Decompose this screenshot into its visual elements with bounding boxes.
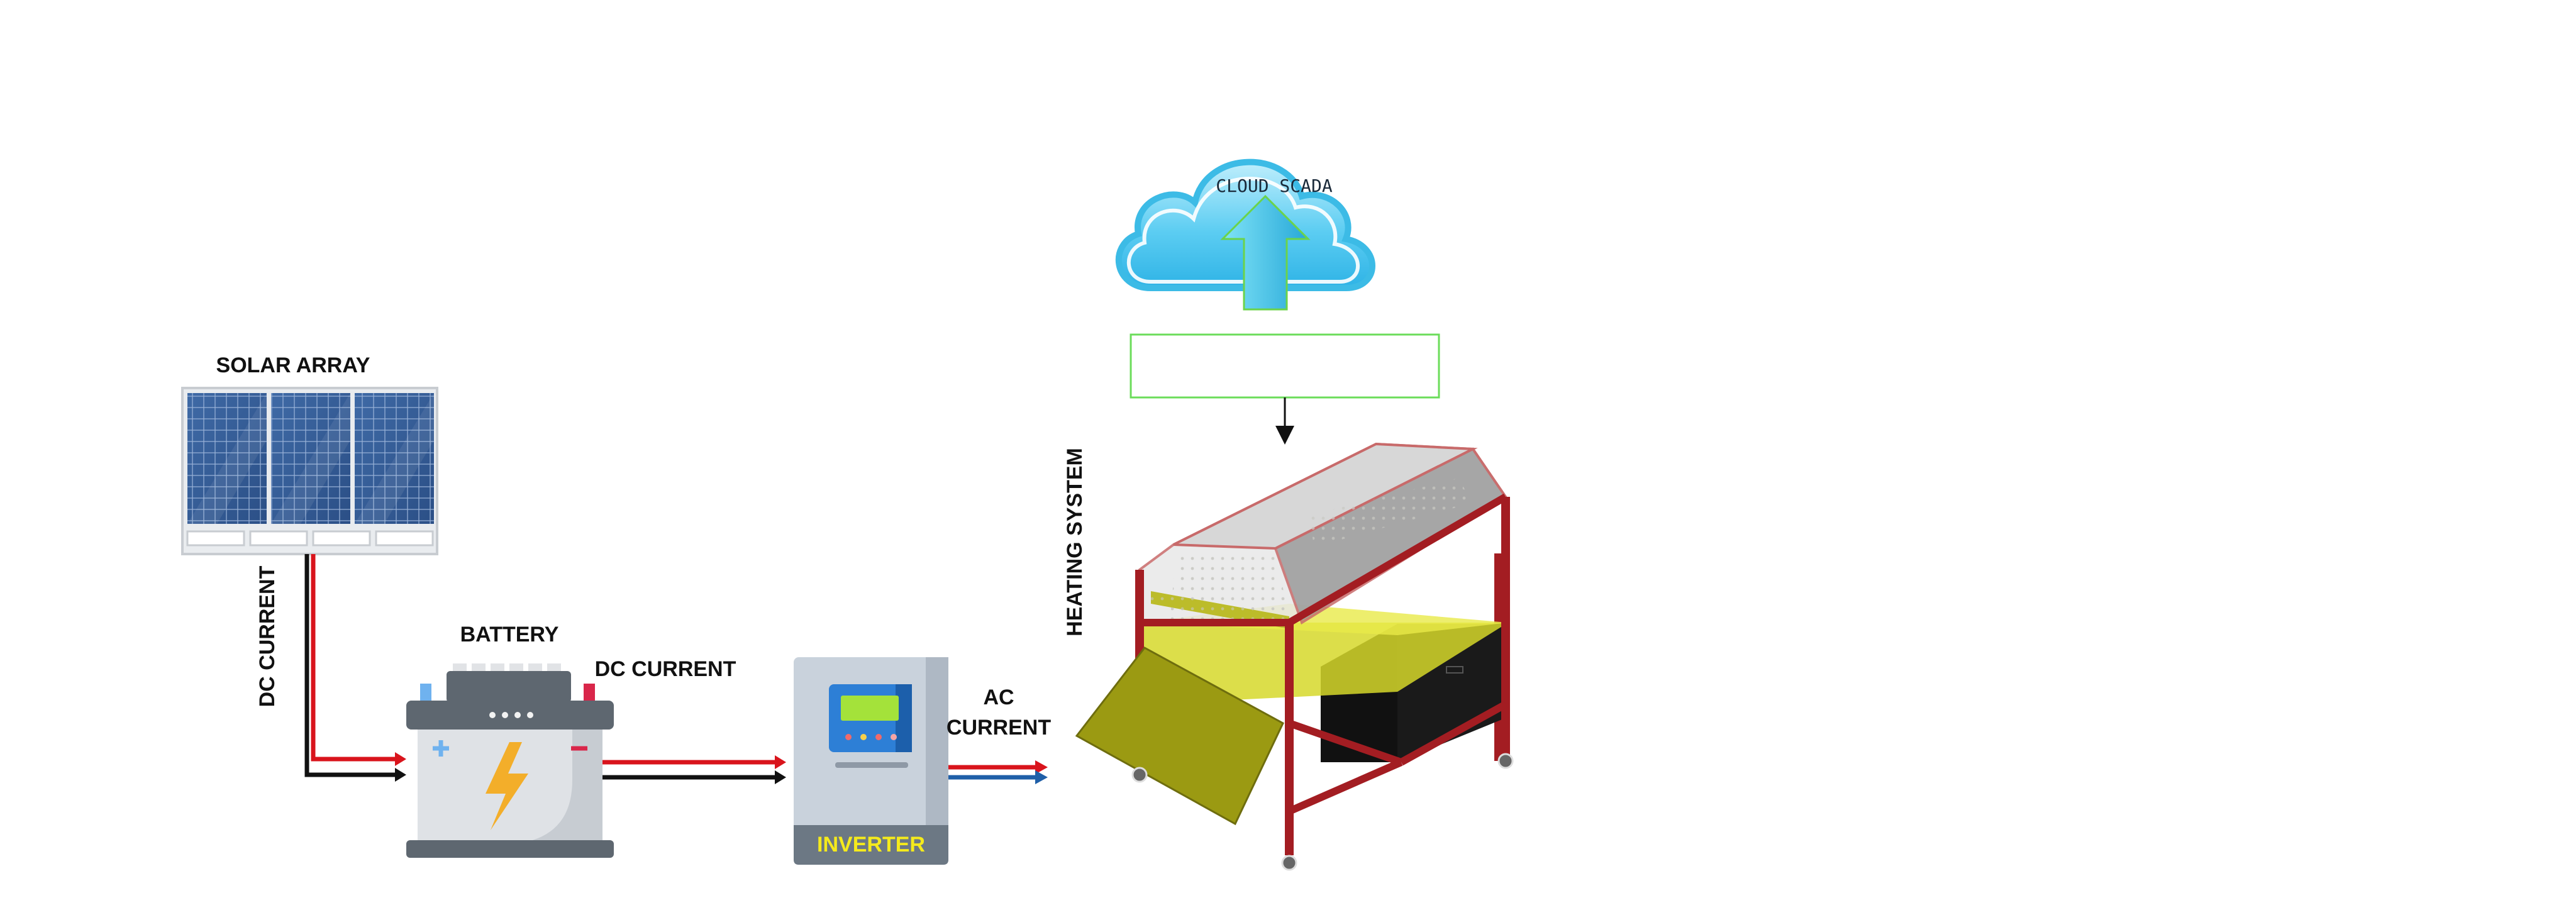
solar-panel-icon [181,387,438,555]
dc-current-vertical-label: DC CURRENT [255,565,279,707]
heating-system-label: HEATING SYSTEM [1063,448,1087,636]
upload-arrow-icon [1220,194,1311,311]
cloud-scada-label: CLOUD SCADA [1216,175,1333,196]
inverter: INVERTER [794,657,948,865]
cloud-scada: CLOUD SCADA [1115,158,1375,311]
heating-chamber-icon [1075,442,1514,871]
solar-to-battery-wires [304,554,406,782]
battery: BATTERY [406,623,614,858]
inverter-to-heating-wires [948,760,1048,784]
ac-current-label-line1: AC [983,685,1014,709]
ac-current-label-line2: CURRENT [947,716,1051,740]
battery-icon [406,663,614,858]
empty-controller-box [1130,333,1440,399]
dc-current-label: DC CURRENT [595,657,736,681]
solar-array: SOLAR ARRAY [181,353,438,555]
inverter-icon [794,657,948,865]
inverter-label: INVERTER [817,833,925,857]
battery-to-inverter-wires [602,755,786,784]
solar-array-label: SOLAR ARRAY [216,353,370,377]
battery-label: BATTERY [460,623,559,646]
